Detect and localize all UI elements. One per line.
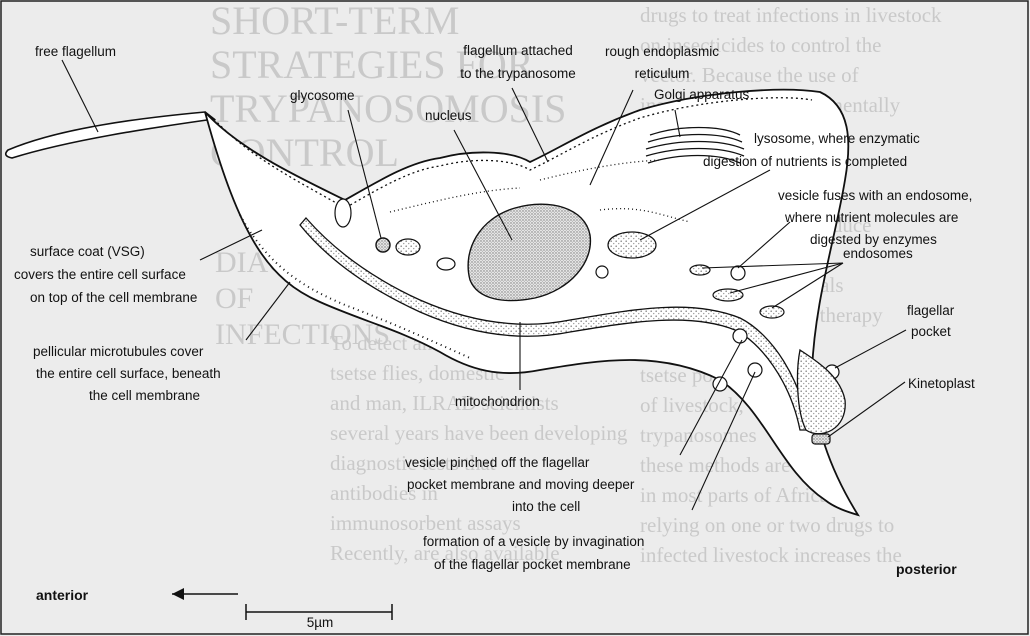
label-pellicular-3: the cell membrane	[89, 388, 200, 403]
label-formation-1: formation of a vesicle by invagination	[423, 534, 644, 549]
label-rough-er-1: rough endoplasmic	[605, 44, 719, 59]
label-vesicle-fuses-1: vesicle fuses with an endosome,	[778, 188, 972, 203]
label-surface-coat-1: surface coat (VSG)	[30, 244, 145, 259]
label-glycosome: glycosome	[290, 88, 355, 103]
label-vesicle-pinched-3: into the cell	[512, 499, 580, 514]
label-endosomes: endosomes	[843, 246, 913, 261]
label-kinetoplast: Kinetoplast	[908, 376, 975, 391]
endosome-3	[690, 265, 710, 275]
anterior-arrow-icon	[172, 588, 238, 600]
label-formation-2: of the flagellar pocket membrane	[434, 557, 631, 572]
organelle-b	[437, 258, 455, 270]
kinetoplast-shape	[812, 434, 830, 444]
free-flagellum-shape	[6, 112, 214, 158]
label-flagellum-attached-2: to the trypanosome	[460, 66, 576, 81]
label-mitochondrion: mitochondrion	[455, 394, 540, 409]
bg-body-line: immunosorbent assays	[330, 511, 521, 535]
bg-body-line: drugs to treat infections in livestock	[640, 3, 942, 27]
label-free-flagellum: free flagellum	[35, 44, 116, 59]
label-surface-coat-3: on top of the cell membrane	[30, 290, 197, 305]
bg-body-line: relying on one or two drugs to	[640, 513, 894, 537]
organelle-a	[396, 239, 420, 255]
label-posterior: posterior	[896, 561, 957, 577]
bg-heading-line: SHORT-TERM	[210, 0, 460, 43]
label-nucleus: nucleus	[425, 108, 472, 123]
label-lysosome-2: digestion of nutrients is completed	[703, 154, 907, 169]
label-flagellar-pocket-2: pocket	[911, 324, 951, 339]
scale-bar-label: 5µm	[307, 615, 334, 630]
label-vesicle-fuses-2: where nutrient molecules are	[784, 210, 958, 225]
flagellar-pocket-shape	[798, 350, 846, 434]
glycosome-shape	[376, 238, 390, 252]
label-flagellar-pocket-1: flagellar	[907, 303, 955, 318]
label-golgi: Golgi apparatus	[654, 87, 750, 102]
label-pellicular-1: pellicular microtubules cover	[33, 344, 204, 359]
bg-body-line: several years have been developing	[330, 421, 628, 445]
bg-body-line: trypanosomes	[640, 423, 757, 447]
bg-body-line: infected livestock increases the	[640, 543, 902, 567]
label-vesicle-pinched-2: pocket membrane and moving deeper	[407, 477, 635, 492]
bg-heading2-line: OF	[215, 282, 253, 315]
label-flagellum-attached-1: flagellum attached	[463, 43, 573, 58]
bg-heading-line: TRYPANOSOMOSIS	[210, 86, 566, 131]
organelle-c	[335, 199, 351, 227]
label-surface-coat-2: covers the entire cell surface	[14, 267, 186, 282]
lysosome-shape	[608, 232, 656, 258]
label-anterior: anterior	[36, 587, 89, 603]
label-pellicular-2: the entire cell surface, beneath	[36, 366, 221, 381]
label-vesicle-fuses-3: digested by enzymes	[810, 232, 937, 247]
label-rough-er-2: reticulum	[635, 66, 690, 81]
bg-body-line: these methods are	[640, 453, 790, 477]
label-vesicle-pinched-1: vesicle pinched off the flagellar	[405, 455, 590, 470]
label-lysosome-1: lysosome, where enzymatic	[754, 131, 920, 146]
bg-body-line: in most parts of Africa	[640, 483, 830, 507]
